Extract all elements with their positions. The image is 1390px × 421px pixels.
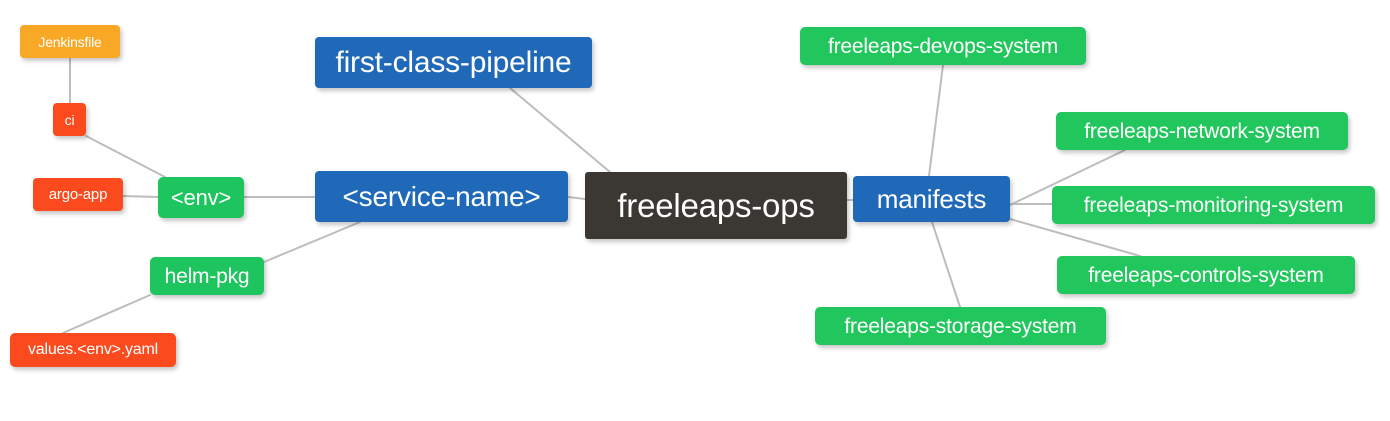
- node-label-freeleaps-devops-system: freeleaps-devops-system: [828, 34, 1058, 58]
- node-label-helm-pkg: helm-pkg: [164, 264, 250, 288]
- node-manifests[interactable]: manifests: [853, 176, 1010, 222]
- node-freeleaps-controls-system[interactable]: freeleaps-controls-system: [1057, 256, 1355, 294]
- node-label-freeleaps-controls-system: freeleaps-controls-system: [1088, 263, 1324, 287]
- node-first-class-pipeline[interactable]: first-class-pipeline: [315, 37, 592, 88]
- edge-ci-env: [85, 135, 166, 178]
- node-freeleaps-storage-system[interactable]: freeleaps-storage-system: [815, 307, 1106, 345]
- node-freeleaps-ops[interactable]: freeleaps-ops: [585, 172, 847, 239]
- node-label-manifests: manifests: [876, 184, 987, 214]
- node-label-freeleaps-network-system: freeleaps-network-system: [1084, 119, 1320, 143]
- node-service-name[interactable]: <service-name>: [315, 171, 568, 222]
- node-argo-app[interactable]: argo-app: [33, 178, 123, 211]
- edge-pipeline-root: [509, 87, 611, 173]
- node-label-argo-app: argo-app: [48, 186, 108, 203]
- node-jenkinsfile[interactable]: Jenkinsfile: [20, 25, 120, 58]
- node-label-freeleaps-monitoring-system: freeleaps-monitoring-system: [1083, 193, 1344, 217]
- node-ci[interactable]: ci: [53, 103, 86, 136]
- node-freeleaps-monitoring-system[interactable]: freeleaps-monitoring-system: [1052, 186, 1375, 224]
- edge-servicename-root: [567, 196, 586, 200]
- node-label-service-name: <service-name>: [342, 180, 541, 212]
- node-values-yaml[interactable]: values.<env>.yaml: [10, 333, 176, 367]
- node-helm-pkg[interactable]: helm-pkg: [150, 257, 264, 295]
- node-env[interactable]: <env>: [158, 177, 244, 218]
- node-label-values-yaml: values.<env>.yaml: [27, 341, 158, 358]
- edge-manifests-devops: [928, 64, 944, 177]
- edge-values-helmpkg: [62, 294, 151, 334]
- edge-manifests-storage: [931, 221, 961, 308]
- node-label-jenkinsfile: Jenkinsfile: [38, 33, 102, 50]
- edge-manifests-controls: [1009, 218, 1141, 257]
- node-freeleaps-network-system[interactable]: freeleaps-network-system: [1056, 112, 1348, 150]
- node-label-first-class-pipeline: first-class-pipeline: [335, 45, 572, 79]
- edge-helmpkg-servicename: [263, 221, 361, 263]
- node-label-env: <env>: [170, 184, 232, 210]
- node-label-freeleaps-storage-system: freeleaps-storage-system: [844, 314, 1077, 338]
- node-label-ci: ci: [64, 111, 75, 128]
- edge-argoapp-env: [122, 195, 159, 198]
- node-label-freeleaps-ops: freeleaps-ops: [617, 187, 815, 224]
- node-freeleaps-devops-system[interactable]: freeleaps-devops-system: [800, 27, 1086, 65]
